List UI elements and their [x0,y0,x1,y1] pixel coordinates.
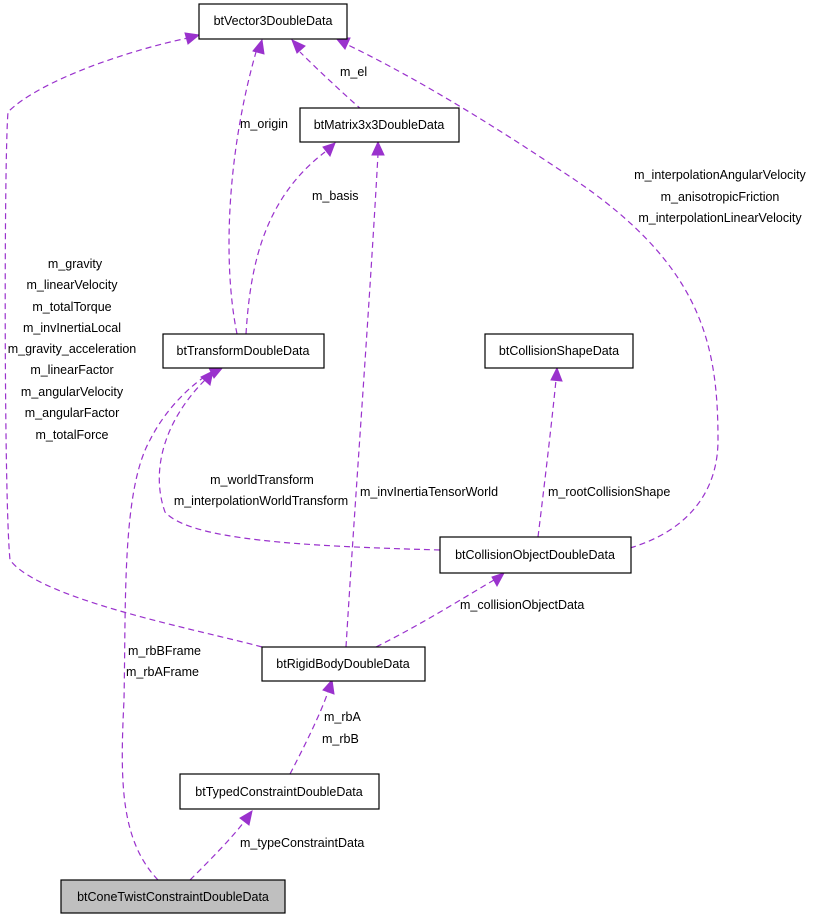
edge-label-m-angular-velocity: m_angularVelocity [21,385,124,399]
edge-label-m-rb-a: m_rbA [324,710,361,724]
node-bt-typed-constraint-double-data[interactable]: btTypedConstraintDoubleData [179,773,380,810]
edge-label-m-total-force: m_totalForce [36,428,109,442]
edge-cone-to-transform: m_rbBFrame m_rbAFrame [121,366,225,881]
edge-transform-to-matrix: m_basis [245,142,359,335]
edge-label-m-interpolation-world-transform: m_interpolationWorldTransform [174,494,348,508]
edge-label-m-rb-a-frame: m_rbAFrame [126,665,199,679]
edge-collobj-to-transform: m_worldTransform m_interpolationWorldTra… [158,370,441,551]
edge-label-m-inv-inertia-local: m_invInertiaLocal [23,321,121,335]
edge-label-m-gravity: m_gravity [48,257,103,271]
edge-typed-to-rigid: m_rbA m_rbB [289,678,361,775]
edge-label-m-linear-velocity: m_linearVelocity [26,278,118,292]
edge-label-m-el: m_el [340,65,367,79]
edge-label-m-collision-object-data: m_collisionObjectData [460,598,584,612]
edge-label-m-anisotropic-friction: m_anisotropicFriction [661,190,780,204]
edge-label-m-inv-inertia-tensor-world: m_invInertiaTensorWorld [360,485,498,499]
edge-label-m-gravity-acceleration: m_gravity_acceleration [8,342,137,356]
edge-collobj-to-shape: m_rootCollisionShape [537,366,670,538]
node-bt-rigid-body-double-data[interactable]: btRigidBodyDoubleData [261,646,426,682]
node-label: btMatrix3x3DoubleData [314,118,445,132]
edge-collobj-to-vector: m_interpolationAngularVelocity m_anisotr… [334,37,807,549]
edge-label-m-interpolation-linear-velocity: m_interpolationLinearVelocity [638,211,802,225]
edge-cone-to-typed: m_typeConstraintData [189,809,364,881]
node-bt-vector3-double-data[interactable]: btVector3DoubleData [198,3,348,40]
node-label: btTypedConstraintDoubleData [195,785,363,799]
edge-rigid-to-collobj: m_collisionObjectData [375,572,584,648]
node-label: btConeTwistConstraintDoubleData [77,890,269,904]
node-label: btCollisionObjectDoubleData [455,548,615,562]
edge-label-m-basis: m_basis [312,189,359,203]
edges: m_el m_origin m_basis m_gravity m_linear… [4,32,807,881]
edge-label-m-origin: m_origin [240,117,288,131]
node-bt-matrix3x3-double-data[interactable]: btMatrix3x3DoubleData [299,107,460,143]
edge-matrix-to-vector: m_el [291,39,367,111]
nodes: btVector3DoubleData btMatrix3x3DoubleDat… [60,3,634,914]
edge-label-m-root-collision-shape: m_rootCollisionShape [548,485,670,499]
node-label: btVector3DoubleData [214,14,333,28]
edge-rigid-to-matrix: m_invInertiaTensorWorld [345,140,498,648]
edge-label-m-type-constraint-data: m_typeConstraintData [240,836,364,850]
node-bt-transform-double-data[interactable]: btTransformDoubleData [162,333,325,369]
edge-label-m-rb-b: m_rbB [322,732,359,746]
edge-label-m-total-torque: m_totalTorque [32,300,111,314]
edge-label-m-angular-factor: m_angularFactor [25,406,120,420]
edge-rigid-to-vector: m_gravity m_linearVelocity m_totalTorque… [4,32,263,648]
edge-label-m-world-transform: m_worldTransform [210,473,314,487]
node-label: btRigidBodyDoubleData [276,657,409,671]
edge-label-m-rb-b-frame: m_rbBFrame [128,644,201,658]
node-bt-collision-shape-data[interactable]: btCollisionShapeData [484,333,634,369]
node-label: btTransformDoubleData [177,344,310,358]
edge-label-m-interpolation-angular-velocity: m_interpolationAngularVelocity [634,168,806,182]
edge-transform-to-vector: m_origin [228,38,288,335]
node-label: btCollisionShapeData [499,344,619,358]
node-bt-collision-object-double-data[interactable]: btCollisionObjectDoubleData [439,536,632,574]
node-bt-cone-twist-constraint-double-data[interactable]: btConeTwistConstraintDoubleData [60,879,286,914]
edge-label-m-linear-factor: m_linearFactor [30,363,113,377]
